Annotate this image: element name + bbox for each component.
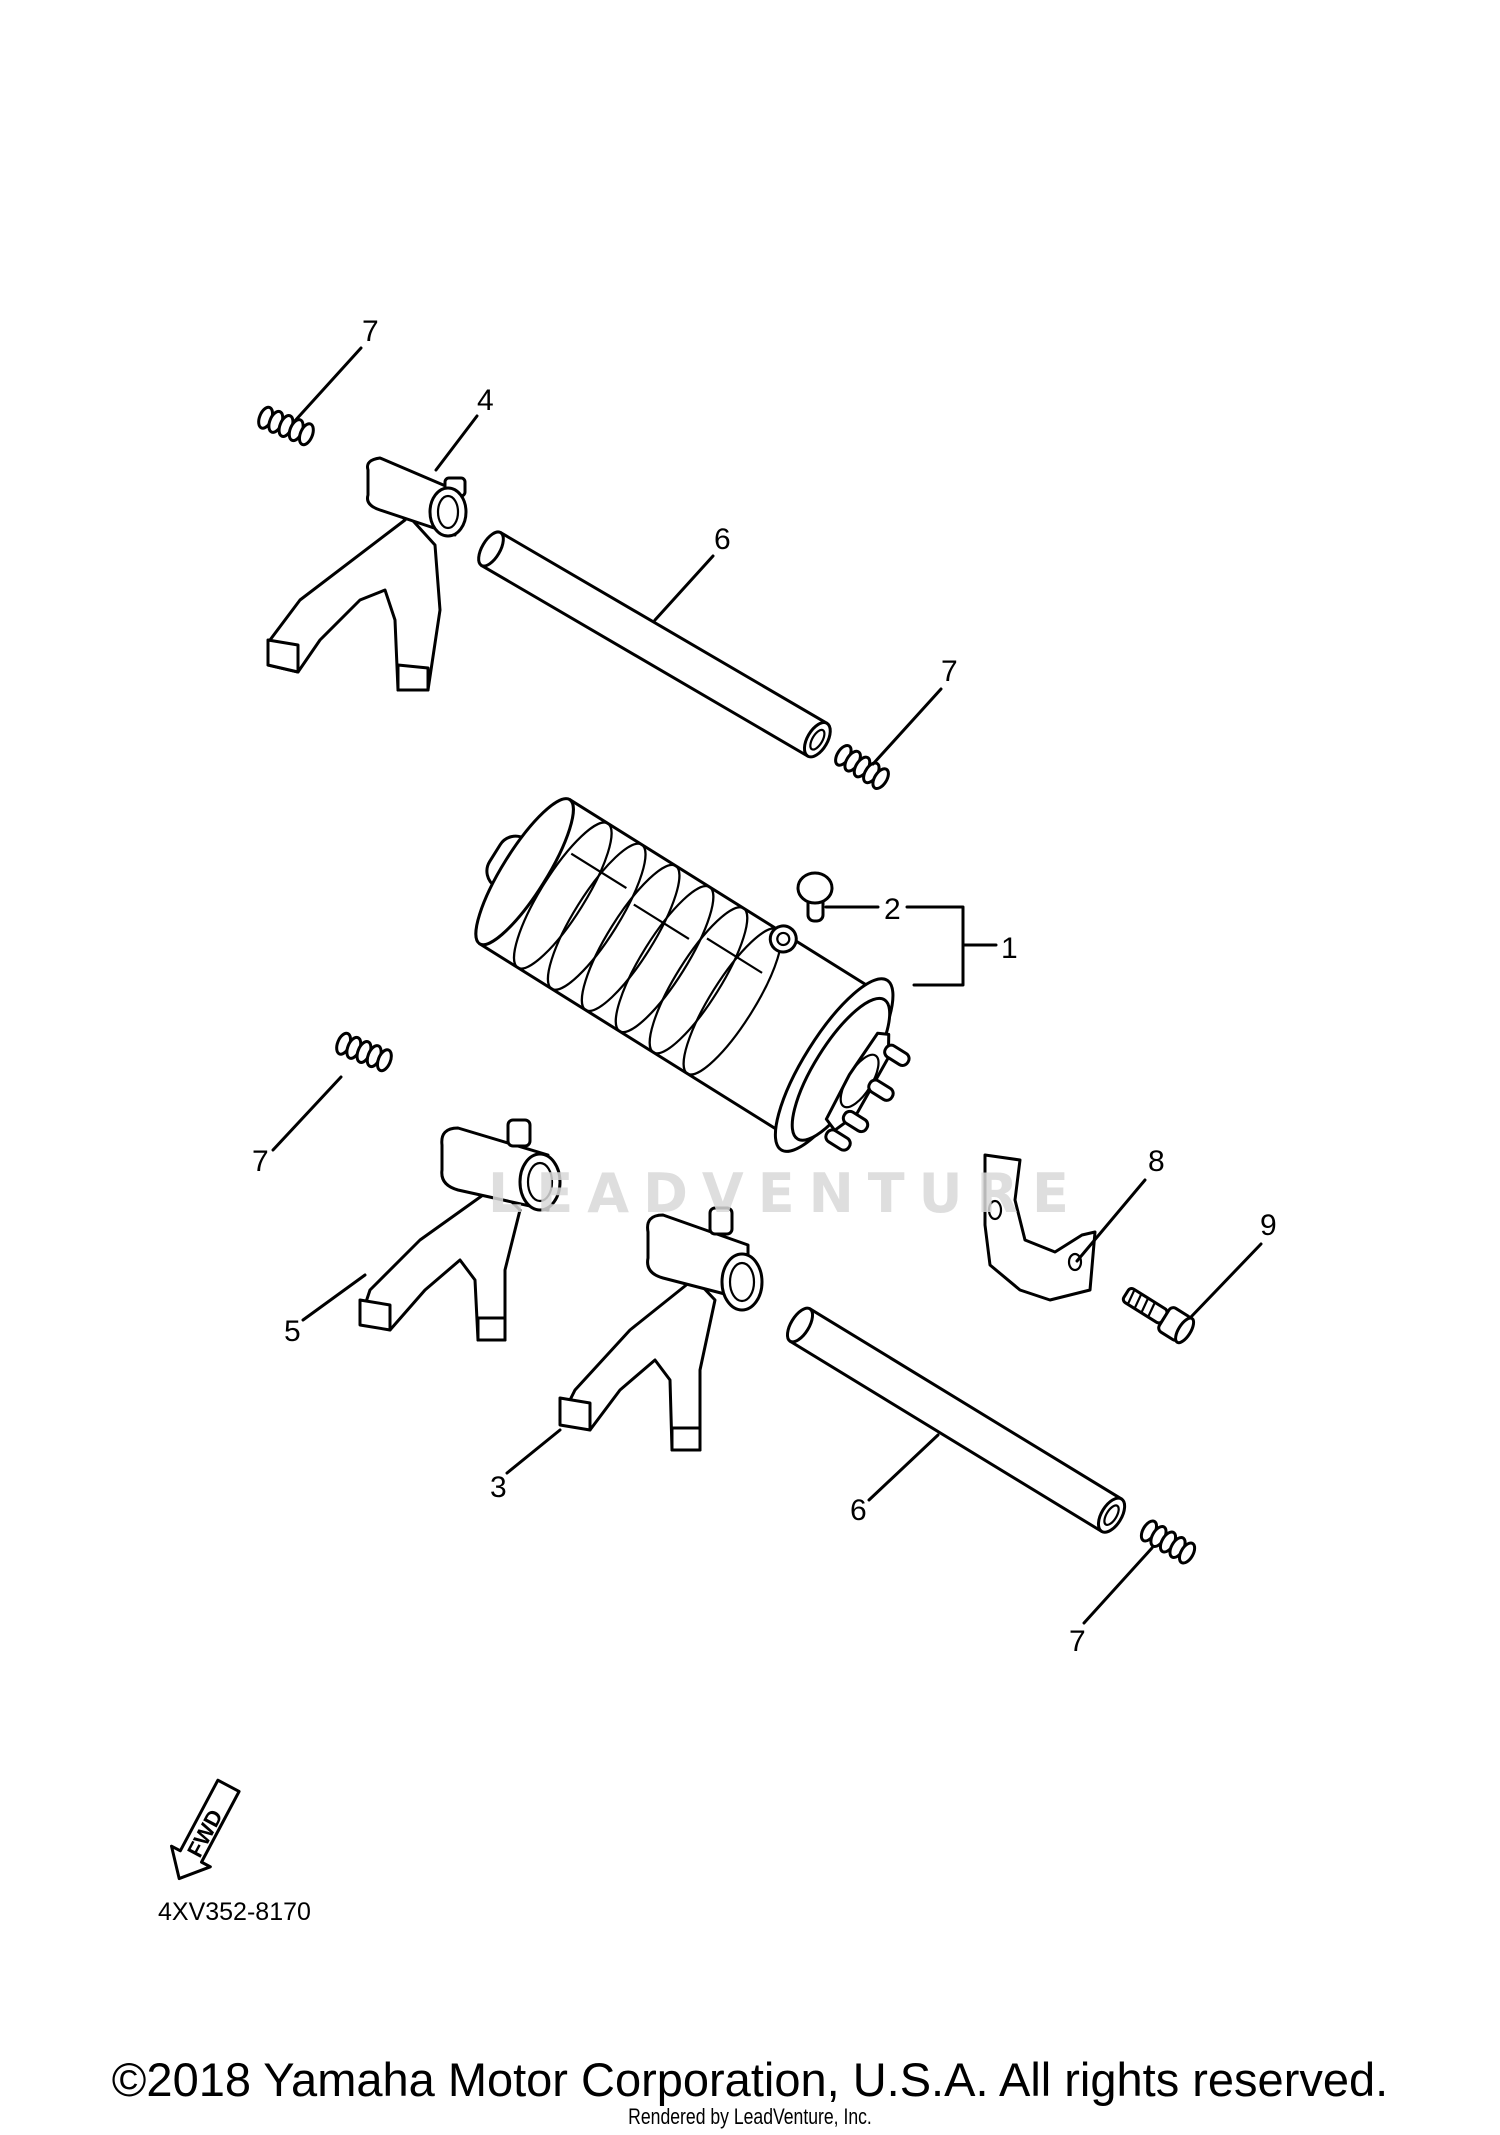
copyright-text: ©2018 Yamaha Motor Corporation, U.S.A. A… — [111, 2053, 1389, 2106]
shift-fork-part-3[interactable] — [558, 1206, 764, 1452]
bolt-part-9[interactable] — [1119, 1282, 1197, 1345]
watermark: LEADVENTURE — [488, 1162, 1083, 1225]
callout-7[interactable]: 7 — [1069, 1625, 1086, 1658]
callout-5[interactable]: 5 — [284, 1315, 301, 1348]
fwd-arrow-icon: FWD — [169, 1778, 241, 1881]
callout-8[interactable]: 8 — [1148, 1145, 1165, 1178]
callout-6[interactable]: 6 — [850, 1494, 867, 1527]
callout-3[interactable]: 3 — [490, 1471, 507, 1504]
shift-fork-part-5[interactable] — [358, 1118, 562, 1342]
callout-4[interactable]: 4 — [477, 384, 494, 417]
callout-7[interactable]: 7 — [941, 655, 958, 688]
callout-9[interactable]: 9 — [1260, 1209, 1277, 1242]
spring-part-7[interactable] — [256, 405, 316, 447]
diagram-part-number: 4XV352-8170 — [158, 1898, 311, 1926]
callout-7[interactable]: 7 — [252, 1145, 269, 1178]
stopper-plate-part-8[interactable] — [983, 1153, 1097, 1302]
pin-part-2[interactable] — [796, 871, 834, 923]
callout-6[interactable]: 6 — [714, 523, 731, 556]
leader-lines — [271, 346, 1263, 1625]
guide-bar-part-6[interactable] — [782, 1304, 1130, 1537]
guide-bar-part-6[interactable] — [474, 528, 836, 761]
spring-part-7[interactable] — [832, 743, 891, 791]
rendered-by-text: Rendered by LeadVenture, Inc. — [628, 2104, 872, 2129]
spring-part-7[interactable] — [334, 1031, 394, 1073]
callout-1[interactable]: 1 — [1001, 932, 1018, 965]
spring-part-7[interactable] — [1138, 1518, 1197, 1565]
callout-2[interactable]: 2 — [884, 893, 901, 926]
shift-drum-part-1[interactable] — [442, 768, 943, 1185]
callout-7[interactable]: 7 — [362, 315, 379, 348]
shift-fork-part-4[interactable] — [266, 456, 468, 692]
